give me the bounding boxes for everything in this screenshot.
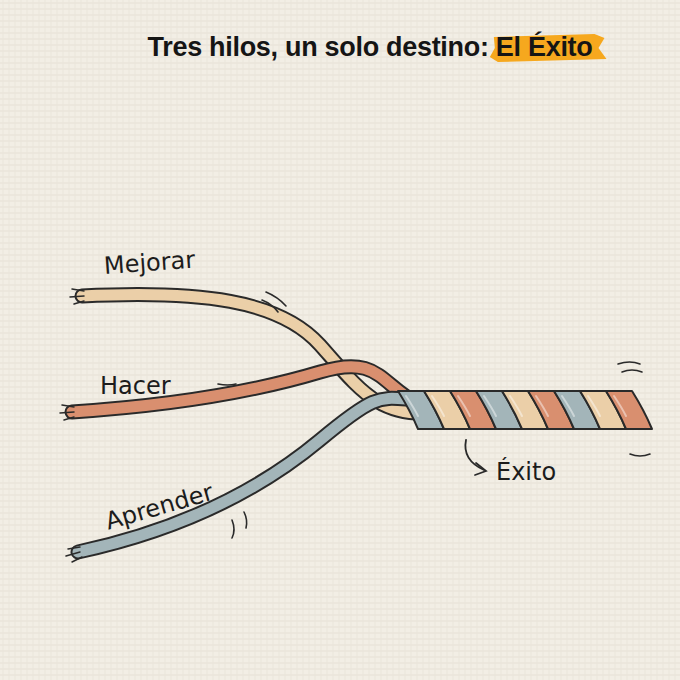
braid-segment — [606, 391, 652, 429]
title: Tres hilos, un solo destino: El Éxito — [148, 32, 593, 63]
strand-label: Hacer — [100, 372, 171, 400]
result-label: Éxito — [496, 458, 556, 486]
